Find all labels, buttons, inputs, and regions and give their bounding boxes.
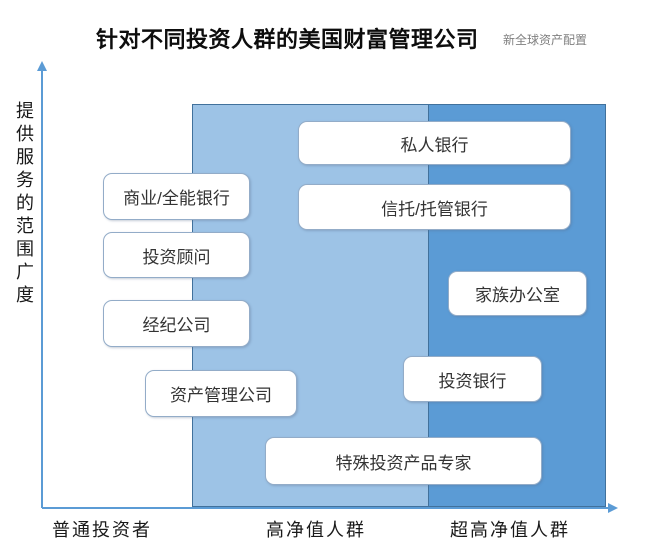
x-category-ordinary-investors: 普通投资者 [52, 520, 152, 540]
y-axis-arrow-icon [37, 61, 47, 71]
node-investment-advisor: 投资顾问 [103, 232, 250, 278]
x-axis-line [42, 507, 610, 509]
y-axis-label: 提供服务的范围广度 [14, 101, 34, 308]
watermark-label: 新全球资产配置 [503, 33, 588, 47]
node-trust-custody-bank: 信托/托管银行 [298, 184, 571, 230]
page-title: 针对不同投资人群的美国财富管理公司 [96, 27, 479, 52]
node-asset-management-company: 资产管理公司 [145, 370, 297, 417]
x-axis-arrow-icon [608, 503, 618, 513]
node-private-bank: 私人银行 [298, 121, 571, 165]
node-family-office: 家族办公室 [448, 271, 587, 316]
node-investment-bank: 投资银行 [403, 356, 542, 402]
y-axis-line [41, 70, 43, 508]
node-commercial-universal-bank: 商业/全能银行 [103, 173, 250, 220]
node-brokerage-firm: 经纪公司 [103, 300, 250, 347]
x-category-hnw-individuals: 高净值人群 [266, 520, 366, 540]
x-category-uhnw-individuals: 超高净值人群 [450, 520, 570, 540]
node-special-investment-product-expert: 特殊投资产品专家 [265, 437, 542, 485]
